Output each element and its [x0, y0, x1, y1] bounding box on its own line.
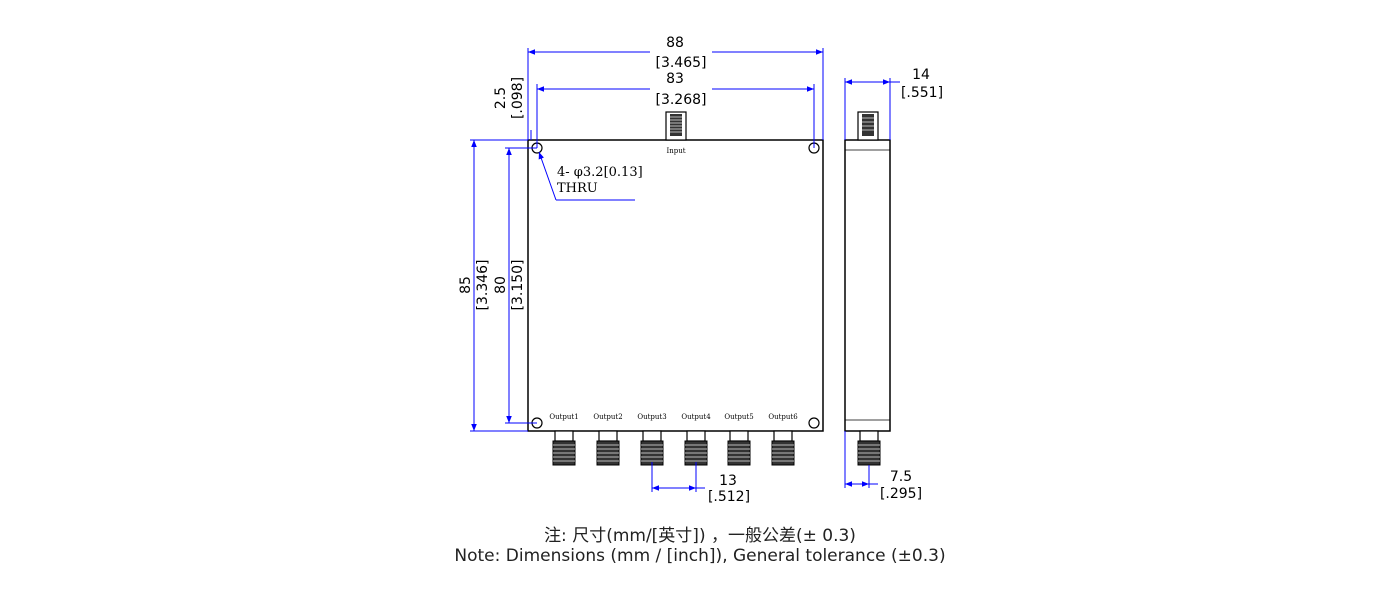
dim-side-offset: 7.5: [890, 469, 912, 485]
side-view-body: [844, 139, 891, 432]
front-view-body: [527, 139, 824, 432]
dim-pitch-in: [.512]: [708, 489, 750, 505]
dim-thickness-in: [.551]: [901, 85, 943, 101]
output-label-1: Output1: [549, 413, 578, 421]
dimension-lines: [470, 48, 900, 492]
dim-height-holes: 80: [493, 276, 509, 294]
output-label-5: Output5: [724, 413, 753, 421]
hole-callout: 4- φ3.2[0.13]: [557, 165, 643, 180]
dim-edge-offset-in: [.098]: [510, 77, 526, 119]
dim-width-total: 88: [666, 35, 684, 51]
output-connector-1: [552, 430, 576, 466]
side-output-connector: [857, 430, 881, 466]
input-label: Input: [666, 147, 685, 155]
dim-pitch: 13: [719, 473, 737, 489]
output-label-6: Output6: [768, 413, 798, 421]
dim-edge-offset: 2.5: [493, 87, 509, 109]
dim-thickness: 14: [912, 67, 930, 83]
output-labels: Output1 Output2 Output3 Output4 Output5 …: [549, 413, 798, 421]
output-connectors: [552, 430, 795, 466]
mounting-hole: [808, 417, 820, 429]
dim-width-holes: 83: [666, 71, 684, 87]
dim-width-total-in: [3.465]: [655, 55, 706, 71]
dim-height-total: 85: [458, 276, 474, 294]
dim-height-total-in: [3.346]: [475, 259, 491, 310]
output-connector-2: [596, 430, 620, 466]
input-connector: [665, 111, 687, 141]
hole-callout-thru: THRU: [557, 181, 598, 196]
output-connector-3: [640, 430, 664, 466]
output-connector-5: [727, 430, 751, 466]
output-connector-4: [684, 430, 708, 466]
note-chinese: 注: 尺寸(mm/[英寸]) ，一般公差(± 0.3): [544, 526, 856, 546]
output-label-3: Output3: [637, 413, 666, 421]
output-connector-6: [771, 430, 795, 466]
output-label-2: Output2: [593, 413, 622, 421]
dim-width-holes-in: [3.268]: [655, 92, 706, 108]
output-label-4: Output4: [681, 413, 711, 421]
note-english: Note: Dimensions (mm / [inch]), General …: [454, 546, 946, 566]
dim-height-holes-in: [3.150]: [510, 259, 526, 310]
side-input-connector: [857, 111, 879, 141]
dim-side-offset-in: [.295]: [880, 486, 922, 502]
